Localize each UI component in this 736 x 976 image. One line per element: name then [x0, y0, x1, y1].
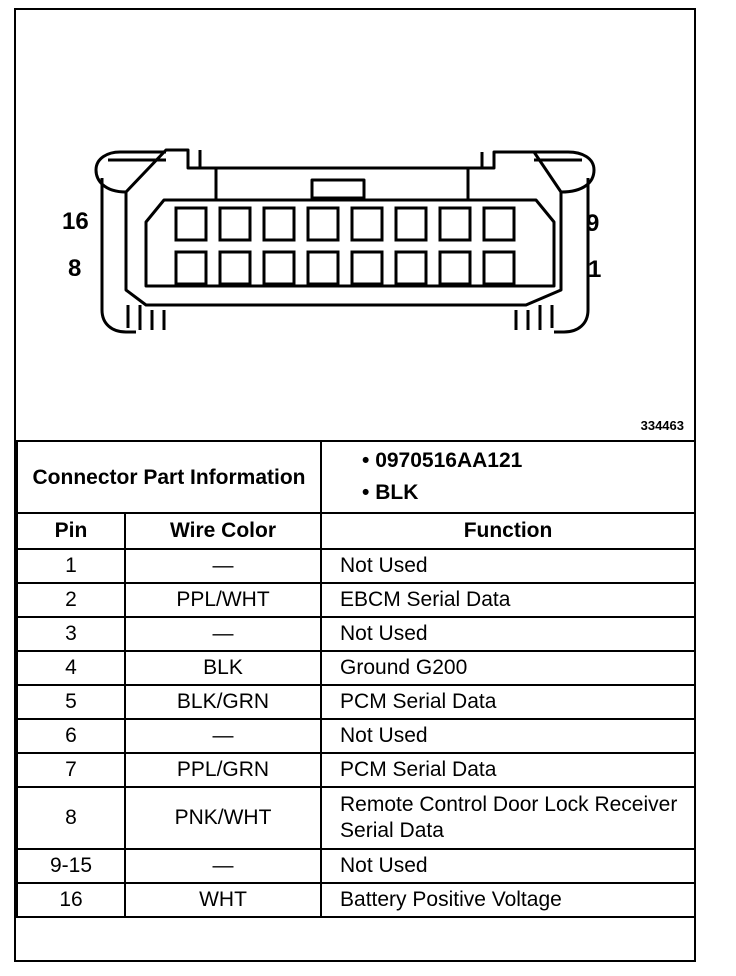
- pin-cavity: [306, 206, 340, 242]
- function-cell: Ground G200: [320, 650, 697, 686]
- pinout-table: Connector Part Information • 0970516AA12…: [15, 440, 697, 918]
- connector-latch: [310, 178, 366, 200]
- wire-color-cell: —: [123, 616, 323, 652]
- pin-cavity: [218, 250, 252, 286]
- pin-cell: 3: [16, 616, 126, 652]
- wire-color-cell: —: [123, 548, 323, 584]
- wire-color-cell: WHT: [123, 882, 323, 918]
- pin-cavity: [174, 250, 208, 286]
- pin-cavity: [262, 206, 296, 242]
- connector-drawing: [94, 148, 596, 334]
- function-cell: Not Used: [320, 718, 697, 754]
- pin-cavity: [174, 206, 208, 242]
- connector-shell: [124, 148, 563, 307]
- header-pin: Pin: [16, 512, 126, 550]
- pin-cavity: [350, 250, 384, 286]
- table-row: 9-15—Not Used: [16, 848, 697, 884]
- connector-sheet: 16 8 9 1 334463 Connector Part Informati…: [14, 8, 697, 962]
- pin-cavity: [262, 250, 296, 286]
- wire-color-cell: PNK/WHT: [123, 786, 323, 850]
- pin-cavity: [306, 250, 340, 286]
- header-wire-color: Wire Color: [123, 512, 323, 550]
- pin-cavity: [438, 206, 472, 242]
- function-cell: Battery Positive Voltage: [320, 882, 697, 918]
- part-info-values: • 0970516AA121 • BLK: [320, 440, 697, 514]
- table-header-row: Pin Wire Color Function: [16, 512, 697, 550]
- wire-color-cell: PPL/GRN: [123, 752, 323, 788]
- connector-face: [144, 198, 556, 288]
- pin-cavity: [394, 250, 428, 286]
- pin-label-8: 8: [68, 255, 82, 282]
- cavity-grid: [174, 206, 516, 286]
- wire-color-cell: —: [123, 848, 323, 884]
- pin-cavity: [218, 206, 252, 242]
- function-cell: EBCM Serial Data: [320, 582, 697, 618]
- pin-cell: 2: [16, 582, 126, 618]
- part-info-row: Connector Part Information • 0970516AA12…: [15, 440, 697, 514]
- pin-label-16: 16: [62, 208, 89, 235]
- pin-cavity: [350, 206, 384, 242]
- table-row: 3—Not Used: [16, 616, 697, 652]
- pin-cell: 8: [16, 786, 126, 850]
- pin-label-9: 9: [586, 210, 600, 237]
- figure-number: 334463: [640, 418, 684, 433]
- pin-cavity: [438, 250, 472, 286]
- pin-cavity: [394, 206, 428, 242]
- part-info-label: Connector Part Information: [15, 440, 323, 514]
- part-color: • BLK: [362, 481, 419, 504]
- wire-color-cell: —: [123, 718, 323, 754]
- table-row: 6—Not Used: [16, 718, 697, 754]
- wire-color-cell: PPL/WHT: [123, 582, 323, 618]
- table-row: 1—Not Used: [16, 548, 697, 584]
- function-cell: PCM Serial Data: [320, 684, 697, 720]
- header-function: Function: [320, 512, 697, 550]
- function-cell: Remote Control Door Lock Receiver Serial…: [320, 786, 697, 850]
- pin-cell: 4: [16, 650, 126, 686]
- part-number: • 0970516AA121: [362, 449, 523, 472]
- function-cell: Not Used: [320, 548, 697, 584]
- pin-cell: 6: [16, 718, 126, 754]
- pin-cell: 5: [16, 684, 126, 720]
- pin-cell: 9-15: [16, 848, 126, 884]
- pin-cell: 16: [16, 882, 126, 918]
- connector-diagram: 16 8 9 1 334463: [16, 10, 694, 440]
- wire-color-cell: BLK/GRN: [123, 684, 323, 720]
- pin-label-1: 1: [588, 256, 602, 283]
- pin-cell: 7: [16, 752, 126, 788]
- pin-cavity: [482, 250, 516, 286]
- function-cell: PCM Serial Data: [320, 752, 697, 788]
- pin-cell: 1: [16, 548, 126, 584]
- pin-cavity: [482, 206, 516, 242]
- wire-color-cell: BLK: [123, 650, 323, 686]
- function-cell: Not Used: [320, 616, 697, 652]
- function-cell: Not Used: [320, 848, 697, 884]
